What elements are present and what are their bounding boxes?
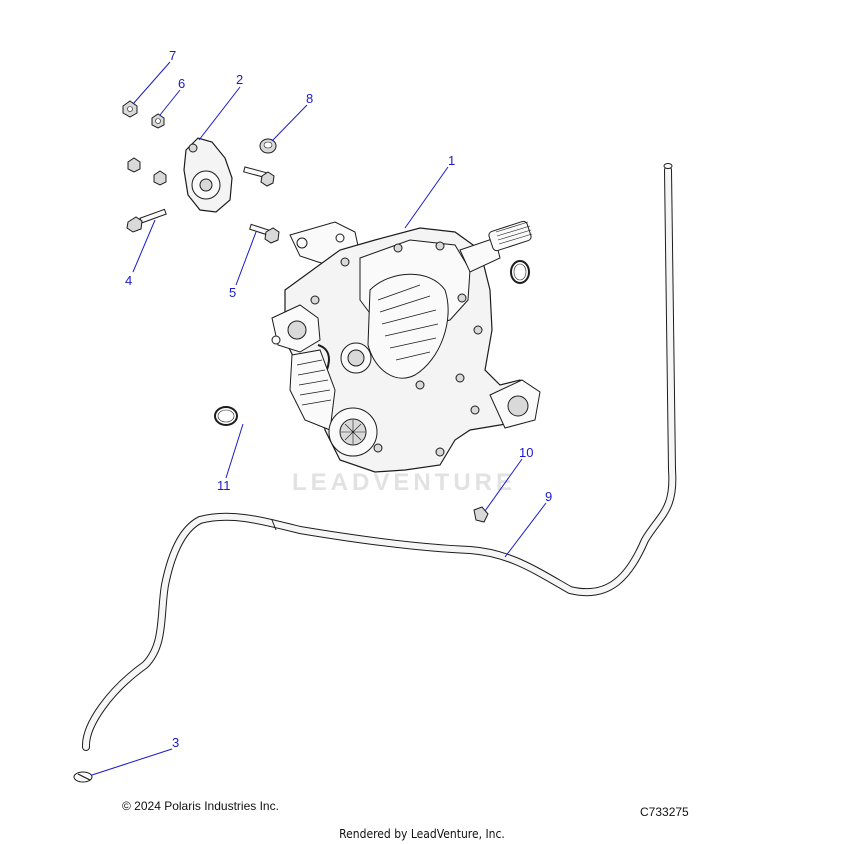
- transmission-assembly[interactable]: [271, 220, 541, 473]
- callout-8: 8: [306, 91, 313, 106]
- callout-4: 4: [125, 273, 132, 288]
- part-3-clamp[interactable]: [73, 771, 93, 783]
- callout-10: 10: [519, 445, 533, 460]
- part-9-vent-hose[interactable]: [82, 163, 677, 751]
- part-6-nut[interactable]: [151, 113, 165, 129]
- part-8-bushing[interactable]: [259, 138, 277, 154]
- callout-numbers: 1 2 3 4 5 6 7 8 9 10 11: [125, 48, 552, 750]
- callout-5: 5: [229, 285, 236, 300]
- oring-upper-right[interactable]: [510, 260, 530, 284]
- part-10-clip[interactable]: [473, 506, 489, 523]
- callout-1: 1: [448, 153, 455, 168]
- loose-bolt[interactable]: [243, 166, 275, 187]
- callout-7: 7: [169, 48, 176, 63]
- callout-6: 6: [178, 76, 185, 91]
- callout-3: 3: [172, 735, 179, 750]
- watermark-text: LEADVENTURE: [292, 469, 516, 496]
- part-2-cover[interactable]: [183, 137, 233, 213]
- copyright-text: © 2024 Polaris Industries Inc.: [122, 799, 279, 813]
- extra-nuts[interactable]: [127, 157, 167, 186]
- callout-11: 11: [217, 478, 231, 493]
- part-11-oring[interactable]: [214, 406, 238, 426]
- part-4-bolt[interactable]: [126, 208, 167, 233]
- callout-2: 2: [236, 72, 243, 87]
- diagram-code: C733275: [640, 805, 689, 819]
- rendered-by-text: Rendered by LeadVenture, Inc.: [339, 827, 505, 841]
- part-7-nut[interactable]: [122, 100, 138, 118]
- callout-9: 9: [545, 489, 552, 504]
- leader-lines: [91, 61, 547, 776]
- part-5-bolt[interactable]: [249, 223, 280, 244]
